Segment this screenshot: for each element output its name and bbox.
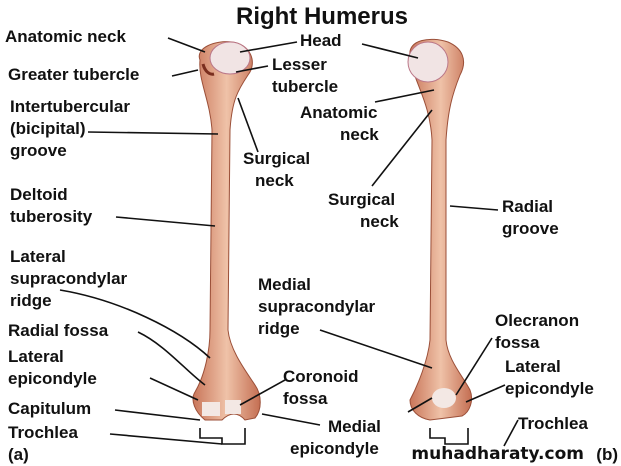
label-med-supracondylar-1: Medial <box>258 275 311 294</box>
label-olecranon-fossa-1: Olecranon <box>495 311 579 330</box>
label-radial-groove-2: groove <box>502 219 559 238</box>
label-b-lat-epicondyle-2: epicondyle <box>505 379 594 398</box>
label-lesser-tubercle-2: tubercle <box>272 77 338 96</box>
label-surgical-neck-1: Surgical <box>243 149 310 168</box>
label-deltoid-2: tuberosity <box>10 207 93 226</box>
label-greater-tubercle: Greater tubercle <box>8 65 139 84</box>
label-radial-fossa: Radial fossa <box>8 321 109 340</box>
label-b-anatomic-neck-1: Anatomic <box>300 103 377 122</box>
label-lat-supracondylar-1: Lateral <box>10 247 66 266</box>
label-med-supracondylar-2: supracondylar <box>258 297 376 316</box>
watermark: muhadharaty.com <box>411 444 584 464</box>
label-intertubercular-2: (bicipital) <box>10 119 86 138</box>
panel-a-tag: (a) <box>8 445 29 464</box>
title: Right Humerus <box>236 3 408 30</box>
label-lesser-tubercle-1: Lesser <box>272 55 327 74</box>
label-lat-epicondyle-2: epicondyle <box>8 369 97 388</box>
label-med-supracondylar-3: ridge <box>258 319 300 338</box>
humerus-anterior <box>192 41 261 421</box>
label-b-trochlea: Trochlea <box>518 414 588 433</box>
label-medial-epicondyle-2: epicondyle <box>290 439 379 458</box>
label-olecranon-fossa-2: fossa <box>495 333 540 352</box>
label-b-surgical-neck-1: Surgical <box>328 190 395 209</box>
label-surgical-neck-2: neck <box>255 171 294 190</box>
label-b-anatomic-neck-2: neck <box>340 125 379 144</box>
label-b-lat-epicondyle-1: Lateral <box>505 357 561 376</box>
label-medial-epicondyle-1: Medial <box>328 417 381 436</box>
label-deltoid-1: Deltoid <box>10 185 68 204</box>
label-lat-epicondyle-1: Lateral <box>8 347 64 366</box>
panel-b-tag: (b) <box>596 445 618 464</box>
label-capitulum: Capitulum <box>8 399 91 418</box>
label-coronoid-fossa-2: fossa <box>283 389 328 408</box>
label-lat-supracondylar-3: ridge <box>10 291 52 310</box>
leader-lines <box>59 37 519 447</box>
labels-panel-a: Anatomic neck Greater tubercle Intertube… <box>5 27 381 464</box>
labels-panel-b: Anatomic neck Surgical neck Radial groov… <box>258 103 618 464</box>
label-trochlea: Trochlea <box>8 423 78 442</box>
label-anatomic-neck: Anatomic neck <box>5 27 126 46</box>
label-coronoid-fossa-1: Coronoid <box>283 367 359 386</box>
humerus-posterior <box>407 38 473 421</box>
label-head: Head <box>300 31 342 50</box>
label-intertubercular-3: groove <box>10 141 67 160</box>
label-lat-supracondylar-2: supracondylar <box>10 269 128 288</box>
label-intertubercular-1: Intertubercular <box>10 97 130 116</box>
label-b-surgical-neck-2: neck <box>360 212 399 231</box>
label-radial-groove-1: Radial <box>502 197 553 216</box>
